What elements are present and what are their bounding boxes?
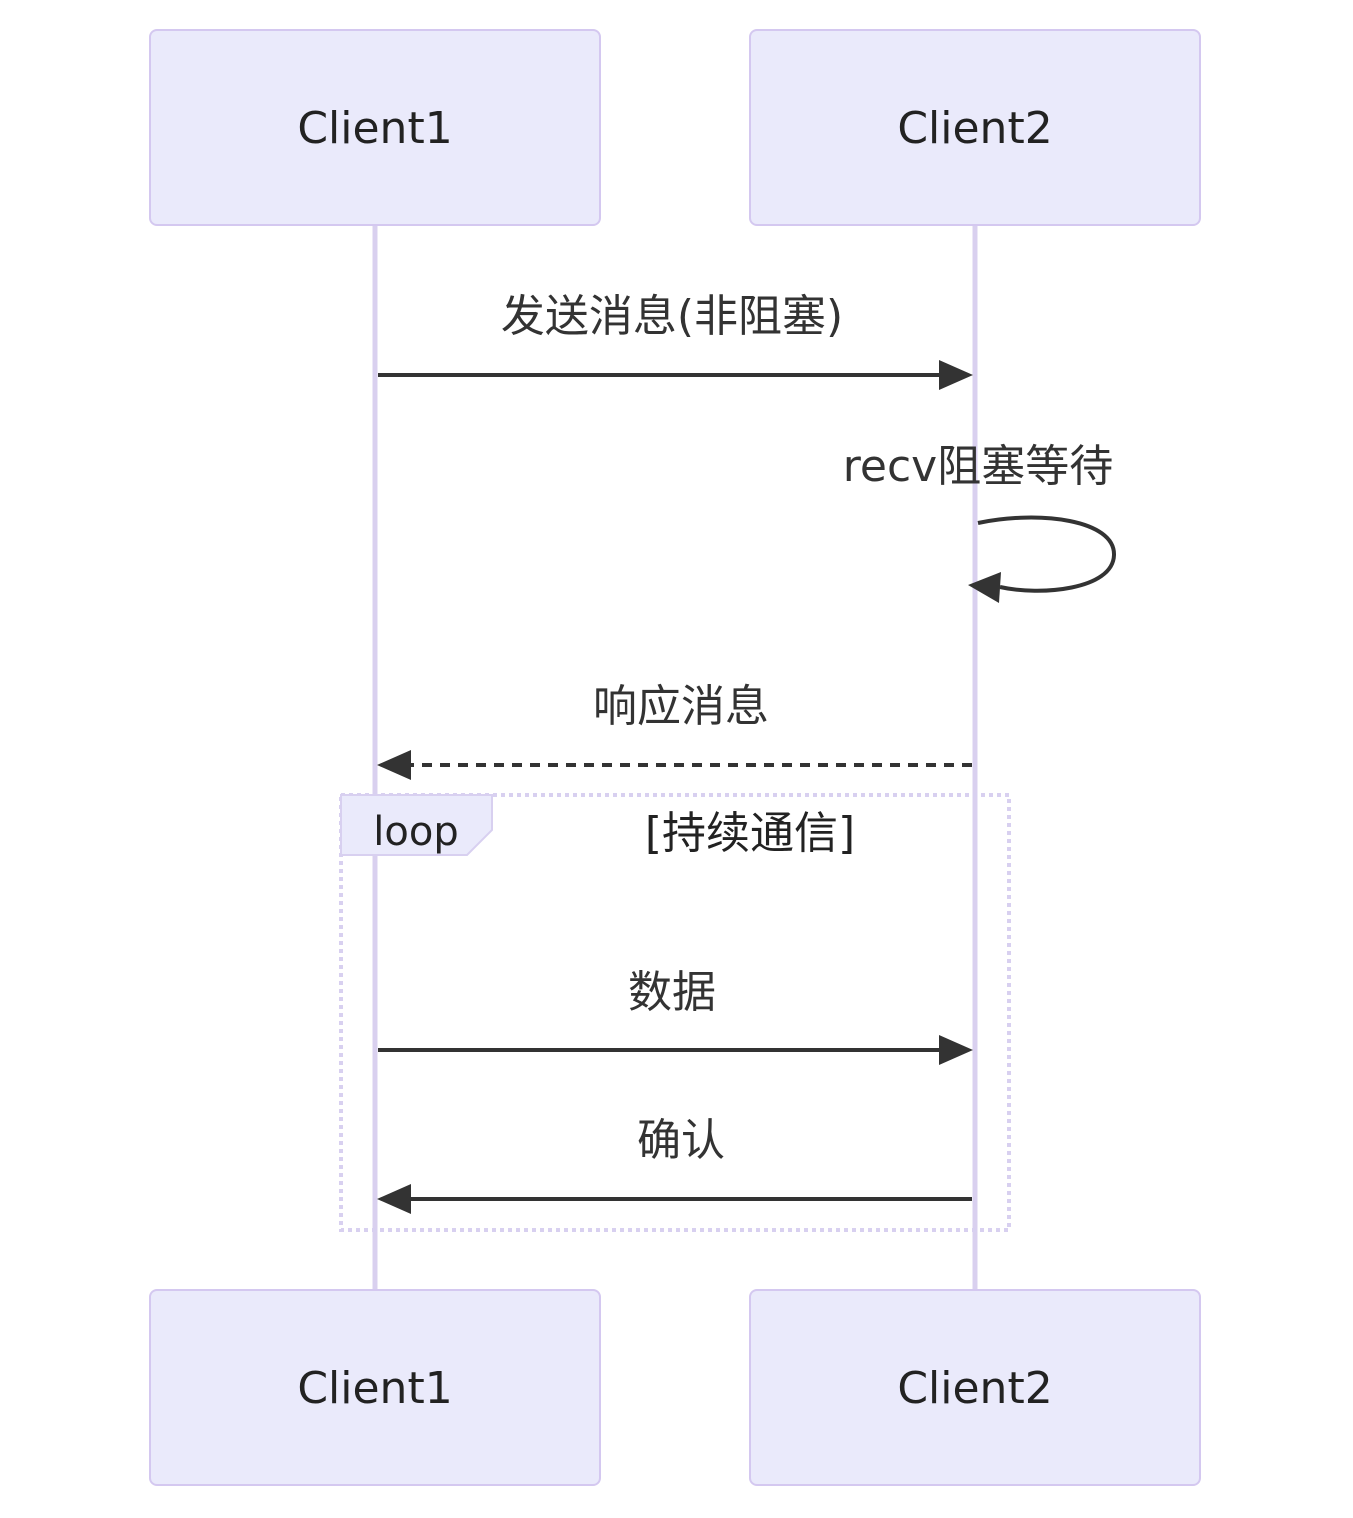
actor-client2-top[interactable]: Client2: [749, 29, 1201, 226]
arrowhead-icon: [968, 572, 1001, 603]
message-label: 确认: [637, 1115, 725, 1166]
actor-client1-top[interactable]: Client1: [149, 29, 601, 226]
message-data: 数据: [378, 967, 973, 1065]
self-loop-arrow-line: [977, 515, 1117, 593]
message-label: 数据: [628, 967, 716, 1018]
arrowhead-icon: [939, 1035, 973, 1065]
loop-label: loop: [373, 809, 458, 855]
loop-frame: loop [持续通信]: [339, 793, 1011, 1232]
message-label: 响应消息: [593, 681, 769, 732]
actor-box[interactable]: [749, 1289, 1201, 1486]
actor-label: Client1: [297, 103, 452, 154]
arrowhead-icon: [377, 1184, 411, 1214]
message-label: 发送消息(非阻塞): [501, 291, 843, 342]
actor-label: Client2: [897, 1363, 1052, 1414]
actor-client1-bottom[interactable]: Client1: [149, 1289, 601, 1486]
arrowhead-icon: [939, 360, 973, 390]
actor-label: Client1: [297, 1363, 452, 1414]
message-label: recv阻塞等待: [843, 441, 1113, 492]
actor-box[interactable]: [149, 1289, 601, 1486]
message-recv-blocking: recv阻塞等待: [843, 441, 1117, 603]
actor-client2-bottom[interactable]: Client2: [749, 1289, 1201, 1486]
arrowhead-icon: [377, 750, 411, 780]
message-response: 响应消息: [377, 681, 972, 780]
actor-box[interactable]: [149, 29, 601, 226]
actor-label: Client2: [897, 103, 1052, 154]
message-confirm: 确认: [377, 1115, 972, 1214]
loop-condition: [持续通信]: [645, 808, 855, 859]
loop-tab: [340, 794, 493, 856]
message-send-nonblocking: 发送消息(非阻塞): [378, 291, 973, 390]
actor-box[interactable]: [749, 29, 1201, 226]
